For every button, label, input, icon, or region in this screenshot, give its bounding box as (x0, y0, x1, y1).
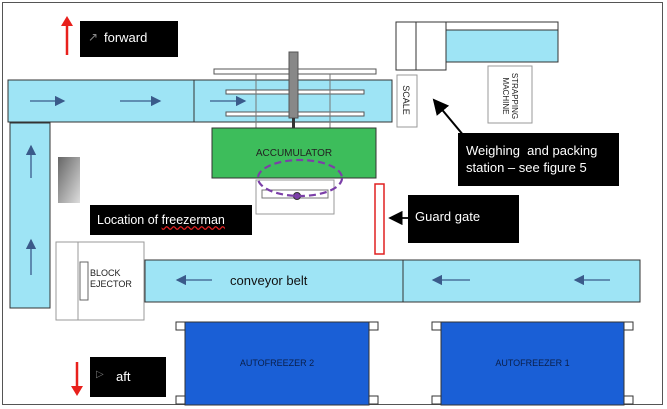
bottom-conveyor (144, 259, 641, 303)
accumulator-label: ACCUMULATOR (255, 148, 333, 159)
block-ejector-label: BLOCK EJECTOR (90, 268, 132, 289)
strapping-machine-label: STRAPPING MACHINE (501, 72, 519, 120)
forward-arrow (61, 16, 73, 55)
freezerman-stand (255, 179, 335, 215)
autofreezer-1-label: AUTOFREEZER 1 (495, 358, 570, 368)
freezerman-callout: Location of freezerman (90, 205, 252, 235)
guard-gate (374, 183, 385, 255)
aft-small-triangle-icon: ▷ (96, 369, 104, 380)
scale-label: SCALE (401, 85, 411, 115)
autofreezer-1 (431, 321, 634, 406)
block-ejector (55, 241, 145, 321)
grey-object (58, 157, 80, 203)
freezerman-location-ellipse (256, 158, 344, 198)
conveyor-belt-label: conveyor belt (230, 273, 308, 288)
left-conveyor (9, 122, 51, 309)
packing-station (395, 21, 559, 128)
weighing-station-callout: Weighing and packing station – see figur… (458, 133, 619, 186)
forward-small-arrow-icon: ↗ (88, 30, 99, 44)
guard-gate-callout: Guard gate (408, 195, 519, 243)
weighing-leader (432, 98, 465, 137)
aft-arrow (71, 362, 83, 396)
autofreezer-2 (175, 321, 379, 406)
forward-label: ↗ forward (80, 21, 178, 57)
aft-label: ▷ aft (90, 357, 166, 397)
accumulator (211, 127, 377, 179)
autofreezer-2-label: AUTOFREEZER 2 (239, 358, 315, 368)
